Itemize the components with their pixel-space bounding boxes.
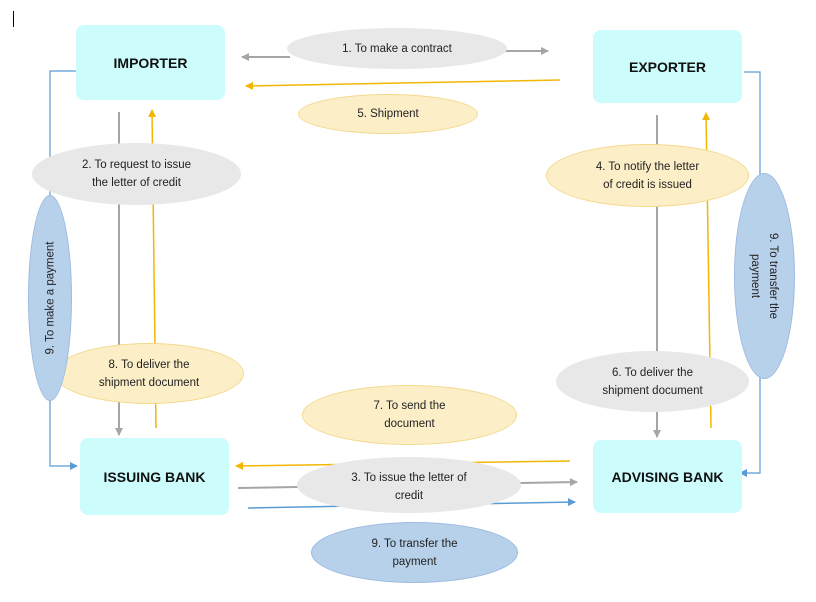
step-7-send-document: 7. To send the document <box>302 385 517 445</box>
step-3-issue: 3. To issue the letter of credit <box>297 457 521 513</box>
step-8-label: 8. To deliver the shipment document <box>98 358 200 389</box>
step-4-notify: 4. To notify the letter of credit is iss… <box>546 144 749 207</box>
importer-label: IMPORTER <box>113 54 188 71</box>
step-7-label: 7. To send the document <box>373 400 446 430</box>
step-2-label: 2. To request to issue the letter of cre… <box>81 159 192 189</box>
step-9-right-label: 9. To transfer the payment <box>749 232 780 320</box>
step-9-transfer-bottom: 9. To transfer the payment <box>311 522 518 583</box>
step-3-label: 3. To issue the letter of credit <box>351 472 467 502</box>
text-cursor <box>13 11 14 27</box>
step-5-label: 5. Shipment <box>357 108 419 120</box>
issuing-bank-label: ISSUING BANK <box>103 468 206 485</box>
step-8-deliver: 8. To deliver the shipment document <box>54 343 244 404</box>
step-9-transfer-right: 9. To transfer the payment <box>734 173 795 379</box>
arrow-shipment <box>245 79 561 90</box>
step-9-bottom-label: 9. To transfer the payment <box>371 537 458 568</box>
step-2-request: 2. To request to issue the letter of cre… <box>32 143 241 205</box>
advising-bank-node: ADVISING BANK <box>593 440 742 513</box>
step-5-shipment: 5. Shipment <box>298 94 478 134</box>
importer-node: IMPORTER <box>76 25 225 100</box>
step-6-label: 6. To deliver the shipment document <box>602 366 703 397</box>
issuing-bank-node: ISSUING BANK <box>80 438 229 515</box>
step-9-make-payment: 9. To make a payment <box>28 195 72 401</box>
step-6-deliver: 6. To deliver the shipment document <box>556 351 749 412</box>
exporter-label: EXPORTER <box>628 58 706 75</box>
step-9-left-label: 9. To make a payment <box>44 241 56 355</box>
step-1-label: 1. To make a contract <box>342 42 452 55</box>
exporter-node: EXPORTER <box>593 30 742 103</box>
step-1-contract: 1. To make a contract <box>287 28 507 69</box>
step-4-label: 4. To notify the letter of credit is iss… <box>595 160 700 191</box>
advising-bank-label: ADVISING BANK <box>611 468 724 485</box>
